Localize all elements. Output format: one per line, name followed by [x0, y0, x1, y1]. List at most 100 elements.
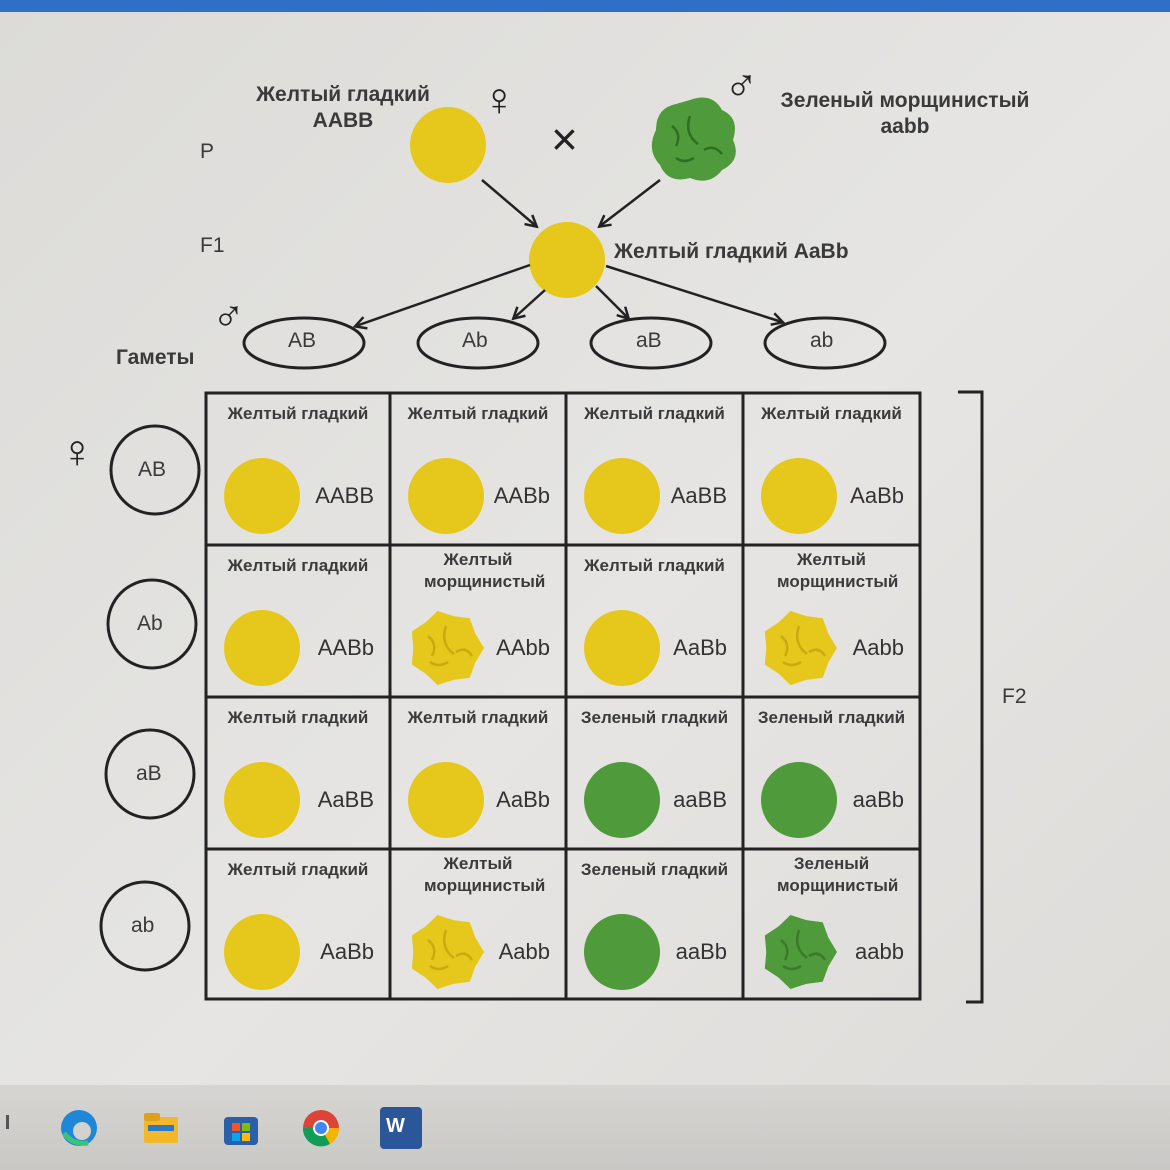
parent-female-symbol: ♀: [482, 73, 517, 125]
gametes-label: Гаметы: [116, 346, 195, 369]
cell-phenotype: Зеленый морщинистый: [777, 854, 899, 896]
male-gametes-symbol: ♂: [212, 292, 245, 341]
yellow-smooth-pea: [224, 914, 300, 990]
cell-phenotype: Зеленый гладкий: [580, 860, 729, 879]
cell-genotype: AaBb: [673, 635, 727, 660]
parent-male-genotype: aabb: [880, 115, 930, 139]
female-gamete-AB: AB: [138, 458, 167, 481]
generation-p-label: P: [200, 140, 215, 163]
cell-phenotype: Желтый гладкий: [761, 404, 902, 423]
dihybrid-cross-diagram: [99, 97, 984, 1004]
male-gamete-AB: AB: [288, 329, 317, 352]
female-gamete-circle-aB: [104, 728, 196, 820]
parent-female-genotype: AABB: [312, 109, 374, 133]
top-window-strip: [0, 0, 1170, 12]
arrow-to-gamete-AB: [356, 263, 531, 326]
parent-female-phenotype: Желтый гладкий: [256, 83, 430, 106]
yellow-smooth-pea: [224, 610, 300, 686]
arrow-male-to-f1: [600, 179, 661, 226]
yellow-smooth-pea: [584, 458, 660, 534]
generation-f2-label: F2: [1002, 685, 1027, 708]
screen: Желтый гладкий AABB ♀ × ♂ Зеленый морщин…: [0, 0, 1170, 1085]
file-explorer-icon[interactable]: [140, 1107, 182, 1149]
male-gamete-ellipse-ab: [763, 316, 887, 370]
taskbar: W: [0, 1085, 1170, 1170]
taskbar-edge-glyph: [6, 1115, 9, 1129]
cell-phenotype: Зеленый гладкий: [580, 708, 729, 727]
cell-phenotype: Желтый гладкий: [584, 404, 725, 423]
edge-icon[interactable]: [58, 1107, 100, 1149]
cell-phenotype: Желтый гладкий: [407, 708, 549, 727]
microsoft-store-icon[interactable]: [220, 1107, 262, 1149]
yellow-smooth-pea: [408, 762, 484, 838]
word-icon-letter: W: [386, 1115, 405, 1137]
female-gamete-Ab: Ab: [137, 612, 163, 635]
pea-wrinkle-lines: [780, 929, 827, 971]
cell-genotype: AaBB: [670, 483, 727, 508]
arrow-to-gamete-Ab: [514, 289, 546, 318]
female-gamete-circle-Ab: [106, 578, 198, 670]
yellow-smooth-pea: [224, 762, 300, 838]
cell-genotype: Aabb: [852, 635, 904, 660]
pea-wrinkle-lines: [427, 625, 474, 667]
female-gamete-circle-ab: [99, 880, 191, 972]
cross-sign: ×: [551, 113, 578, 165]
cell-phenotype: Желтый гладкий: [407, 404, 549, 423]
f1-label: Желтый гладкий AaBb: [614, 240, 849, 263]
cell-genotype: AaBB: [317, 787, 374, 812]
cell-phenotype: Желтый морщинистый: [424, 550, 546, 592]
cell-genotype: AABb: [493, 483, 550, 508]
male-gamete-ellipse-Ab: [416, 316, 540, 370]
arrow-to-gamete-aB: [595, 285, 628, 318]
parent-male-phenotype: Зеленый морщинистый: [780, 89, 1030, 112]
f2-bracket: [958, 390, 984, 1004]
cell-genotype: aaBb: [852, 787, 904, 812]
yellow-smooth-pea: [584, 610, 660, 686]
cell-phenotype: Зеленый гладкий: [757, 708, 906, 727]
green-smooth-pea: [584, 914, 660, 990]
male-gamete-ellipse-aB: [589, 316, 713, 370]
cell-genotype: aaBb: [675, 939, 727, 964]
pea-wrinkle-lines: [780, 625, 827, 667]
female-gamete-aB: aB: [136, 762, 162, 785]
cell-phenotype: Желтый морщинистый: [777, 550, 899, 592]
yellow-smooth-pea: [761, 458, 837, 534]
cell-phenotype: Желтый гладкий: [227, 404, 369, 423]
arrow-to-gamete-ab: [605, 264, 782, 322]
male-gamete-Ab: Ab: [462, 329, 488, 352]
parent-male-label: Зеленый морщинистый aabb: [770, 88, 1040, 141]
word-icon[interactable]: W: [380, 1107, 422, 1149]
cell-genotype: aabb: [855, 939, 904, 964]
punnett-cell: Зеленый гладкий aaBb: [743, 697, 920, 849]
cell-genotype: Aabb: [498, 939, 550, 964]
cell-genotype: AABB: [315, 483, 374, 508]
parent-male-symbol: ♂: [724, 59, 759, 111]
f1-yellow-pea: [529, 222, 605, 298]
cell-genotype: aaBB: [673, 787, 727, 812]
cell-phenotype: Желтый морщинистый: [424, 854, 546, 896]
yellow-smooth-pea: [408, 458, 484, 534]
male-gamete-ab: ab: [810, 329, 834, 352]
cell-phenotype: Желтый гладкий: [227, 556, 369, 575]
cell-phenotype: Желтый гладкий: [584, 556, 725, 575]
pea-wrinkle-lines: [427, 929, 474, 971]
cell-genotype: AaBb: [496, 787, 550, 812]
female-gamete-ab: ab: [131, 914, 155, 937]
punnett-cell: Зеленый гладкий aaBB: [566, 697, 743, 849]
arrow-female-to-f1: [481, 179, 536, 226]
cell-genotype: AAbb: [496, 635, 550, 660]
chrome-icon[interactable]: [300, 1107, 342, 1149]
cell-genotype: AaBb: [320, 939, 374, 964]
green-smooth-pea: [761, 762, 837, 838]
